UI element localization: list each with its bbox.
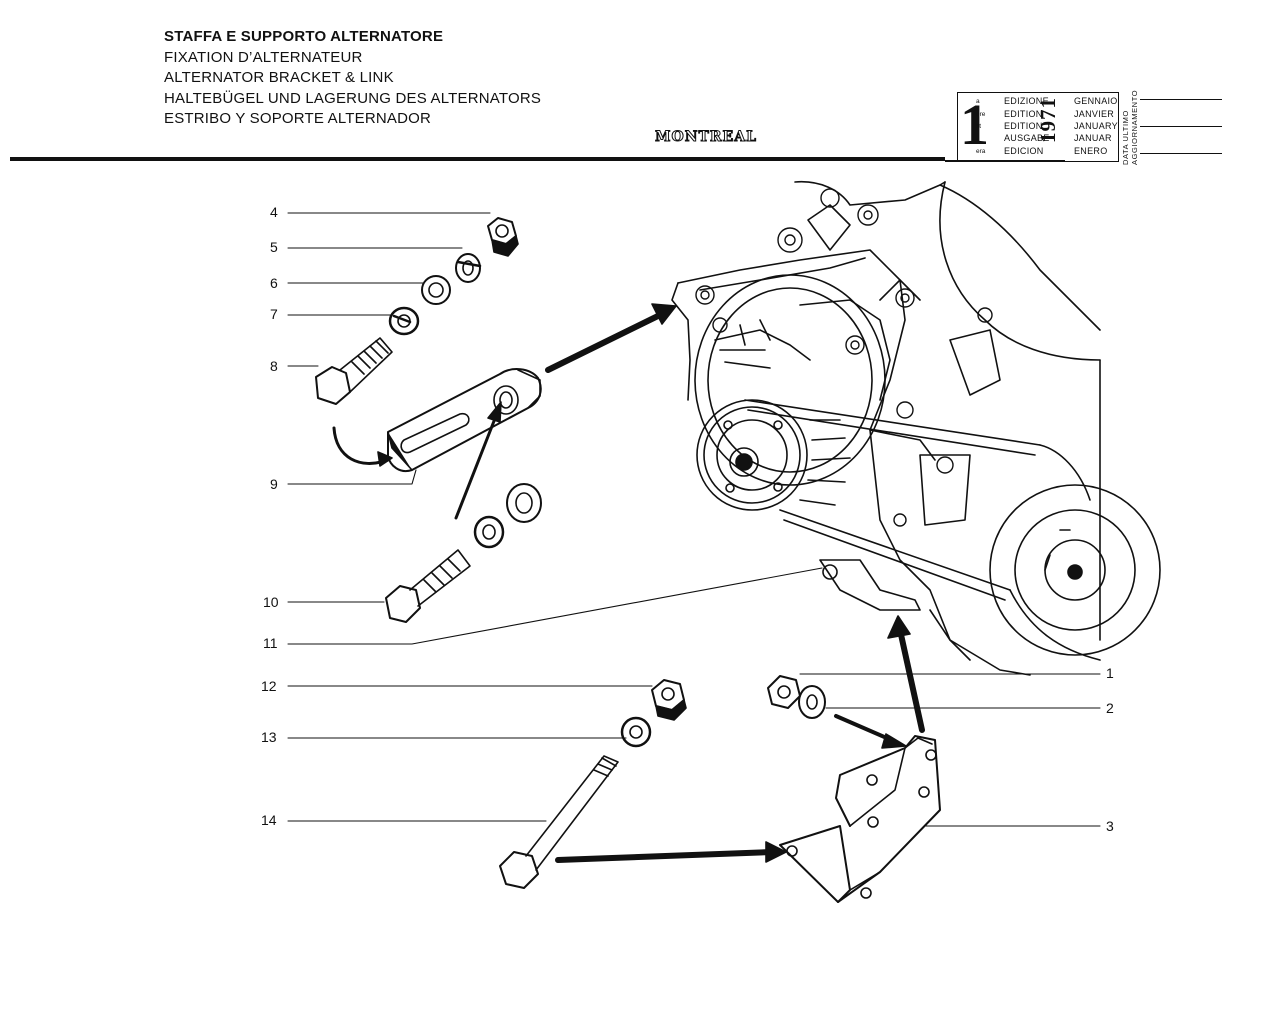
nut-1 <box>767 675 801 709</box>
edition-number: 1 <box>960 92 989 157</box>
assembly-arrows <box>332 303 925 863</box>
callout-4: 4 <box>270 204 278 220</box>
callout-1: 1 <box>1106 665 1114 681</box>
update-line <box>1140 126 1222 127</box>
bolt-10 <box>385 549 471 623</box>
model-logo: MONTREAL <box>655 129 757 146</box>
title-german: HALTEBÜGEL UND LAGERUNG DES ALTERNATORS <box>164 89 542 107</box>
washer-2 <box>798 685 826 719</box>
bolt-14 <box>499 755 619 889</box>
edition-month: ENERO <box>1074 146 1108 156</box>
spring-washer-10b <box>473 515 505 549</box>
callout-5: 5 <box>270 239 278 255</box>
title-french: FIXATION D’ALTERNATEUR <box>164 48 363 66</box>
washer-10a <box>506 483 542 523</box>
callout-13: 13 <box>261 729 277 745</box>
bolt-8 <box>315 337 393 405</box>
callout-6: 6 <box>270 275 278 291</box>
callout-2: 2 <box>1106 700 1114 716</box>
edition-suffix: st <box>976 123 982 130</box>
edition-word: EDITION <box>1004 121 1043 131</box>
title-block: STAFFA E SUPPORTO ALTERNATORE FIXATION D… <box>164 27 541 130</box>
spring-washer-13 <box>620 716 652 748</box>
washer-5 <box>455 253 482 283</box>
edition-month: GENNAIO <box>1074 96 1118 106</box>
update-line <box>1140 99 1222 100</box>
callout-9: 9 <box>270 476 278 492</box>
callout-10: 10 <box>263 594 279 610</box>
edition-suffix: a <box>976 98 980 105</box>
callout-8: 8 <box>270 358 278 374</box>
edition-word: EDITION <box>1004 109 1043 119</box>
header-rule <box>10 157 945 161</box>
title-english: ALTERNATOR BRACKET & LINK <box>164 69 394 86</box>
title-spanish: ESTRIBO Y SOPORTE ALTERNADOR <box>164 110 432 127</box>
edition-month: JANVIER <box>1074 109 1115 119</box>
edition-suffix: . <box>976 135 978 142</box>
edition-suffix: ere <box>976 111 986 118</box>
edition-month: JANUAR <box>1074 133 1112 143</box>
callout-3: 3 <box>1106 818 1114 834</box>
leader-lines <box>287 212 1101 827</box>
washer-6 <box>421 275 451 305</box>
nut-12 <box>651 679 687 721</box>
callout-14: 14 <box>261 812 277 828</box>
edition-suffix: era <box>976 148 986 155</box>
edition-month: JANUARY <box>1074 121 1118 131</box>
engine-assembly <box>671 180 1161 676</box>
edition-word: EDICION <box>1004 146 1044 156</box>
callout-11: 11 <box>263 635 278 651</box>
spring-washer-7 <box>388 306 420 336</box>
edition-word: EDIZIONE <box>1004 96 1049 106</box>
nut-4 <box>487 217 519 257</box>
edition-word: AUSGABE <box>1004 133 1050 143</box>
callout-7: 7 <box>270 306 278 322</box>
edition-box: 1 a ere st . era EDIZIONE EDITION EDITIO… <box>957 92 1119 162</box>
adjusting-link-9 <box>387 368 542 472</box>
callout-12: 12 <box>261 678 277 694</box>
bracket-3 <box>779 735 941 903</box>
title-italian: STAFFA E SUPPORTO ALTERNATORE <box>164 28 444 45</box>
update-line <box>1140 153 1222 154</box>
